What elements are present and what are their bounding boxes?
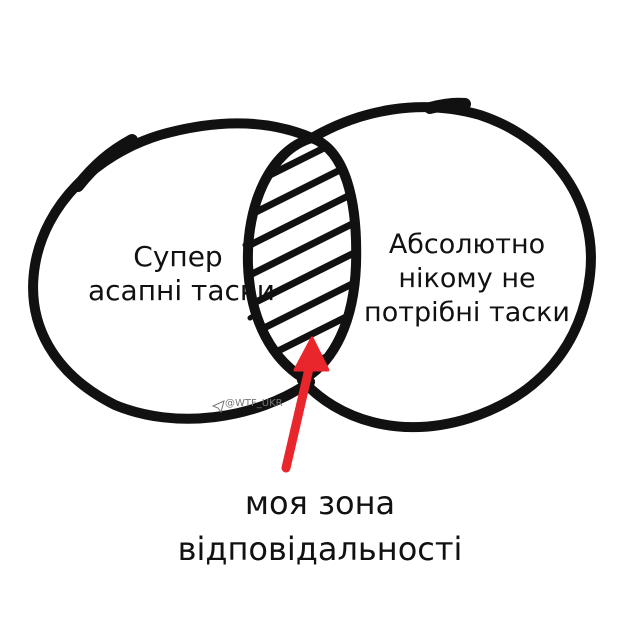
- left-label-line-2: асапні таски: [88, 274, 275, 307]
- caption-line-1: моя зона: [244, 484, 396, 522]
- right-label-line-1: Абсолютно: [388, 229, 546, 260]
- right-label-line-2: нікому не: [398, 263, 536, 294]
- right-label-line-3: потрібні таски: [364, 297, 570, 328]
- left-label-line-1: Супер: [133, 240, 223, 273]
- intersection-caption: моя зона відповідальності: [130, 480, 510, 572]
- right-circle-inner: [297, 133, 362, 385]
- right-circle-label: Абсолютно нікому не потрібні таски: [352, 228, 582, 330]
- left-circle-label: Супер асапні таски: [88, 240, 275, 308]
- red-arrow: [281, 336, 330, 473]
- telegram-icon: [211, 400, 225, 414]
- right-circle-overstroke: [424, 97, 471, 114]
- watermark: @WTF_UKR: [225, 398, 283, 409]
- left-circle: [28, 118, 317, 424]
- left-circle-inner: [242, 133, 317, 387]
- caption-line-2: відповідальності: [177, 530, 463, 568]
- left-circle-overstroke: [72, 134, 138, 192]
- left-edge-mark-2: [247, 311, 259, 321]
